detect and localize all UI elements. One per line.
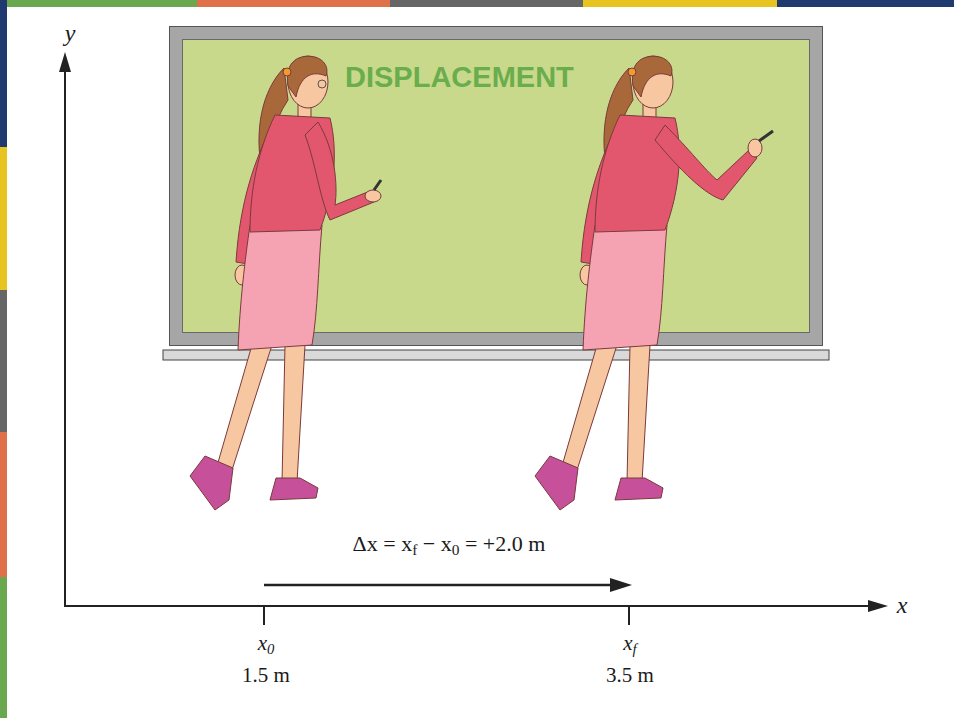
hair	[287, 56, 327, 97]
raised-arm	[655, 125, 757, 200]
axis-label: y	[65, 20, 76, 46]
hair-tie	[283, 68, 291, 76]
blouse	[595, 115, 679, 232]
leg	[627, 345, 650, 482]
chalkboard: DISPLACEMENT	[170, 27, 822, 345]
board-heading: DISPLACEMENT	[345, 61, 574, 94]
top-strip	[197, 0, 390, 7]
back-arm	[236, 125, 285, 264]
displacement-arrowhead	[610, 578, 632, 592]
hair-tie	[628, 68, 636, 76]
back-arm	[581, 125, 630, 264]
ponytail	[259, 68, 288, 172]
head	[288, 56, 328, 108]
teacher-figure	[190, 56, 381, 510]
x-axis	[64, 605, 872, 607]
position-symbol: xf	[623, 632, 636, 655]
front-arm	[305, 122, 374, 220]
skirt	[583, 225, 667, 350]
side-strip	[0, 432, 7, 577]
top-strip	[583, 0, 777, 7]
glasses	[318, 80, 326, 88]
tick-mark	[628, 606, 630, 625]
leg	[562, 345, 617, 470]
axis-label: x	[897, 592, 908, 618]
displacement-arrow	[264, 584, 614, 587]
shoe	[190, 456, 233, 510]
neck	[298, 104, 311, 120]
side-strip	[0, 147, 7, 290]
ponytail	[604, 68, 633, 172]
top-strip	[777, 0, 954, 7]
side-strip	[0, 290, 7, 432]
position-value: 3.5 m	[606, 664, 654, 687]
leg	[282, 345, 305, 482]
hair	[632, 56, 672, 97]
shoe	[270, 478, 318, 500]
axis-arrowhead	[59, 52, 71, 72]
chalk-tray	[163, 350, 829, 360]
chalk	[374, 180, 381, 190]
hand	[365, 190, 381, 202]
side-strip	[0, 577, 7, 718]
chalk	[759, 131, 773, 141]
position-symbol: x0	[258, 632, 275, 655]
blouse	[250, 115, 334, 232]
leg	[217, 345, 272, 470]
y-axis	[64, 68, 66, 606]
position-value: 1.5 m	[242, 664, 290, 687]
displacement-equation: Δx = xf − x0 = +2.0 m	[353, 532, 546, 556]
axis-arrowhead	[868, 600, 888, 612]
side-strip	[0, 0, 7, 147]
skirt	[238, 225, 322, 350]
hand	[580, 265, 594, 285]
head	[633, 56, 673, 108]
top-strip	[0, 0, 197, 7]
shoe	[615, 478, 663, 500]
hand	[748, 139, 762, 157]
teacher-figure	[535, 56, 773, 510]
tick-mark	[263, 606, 265, 625]
hand	[235, 265, 249, 285]
neck	[643, 104, 656, 120]
shoe	[535, 456, 578, 510]
top-strip	[390, 0, 583, 7]
